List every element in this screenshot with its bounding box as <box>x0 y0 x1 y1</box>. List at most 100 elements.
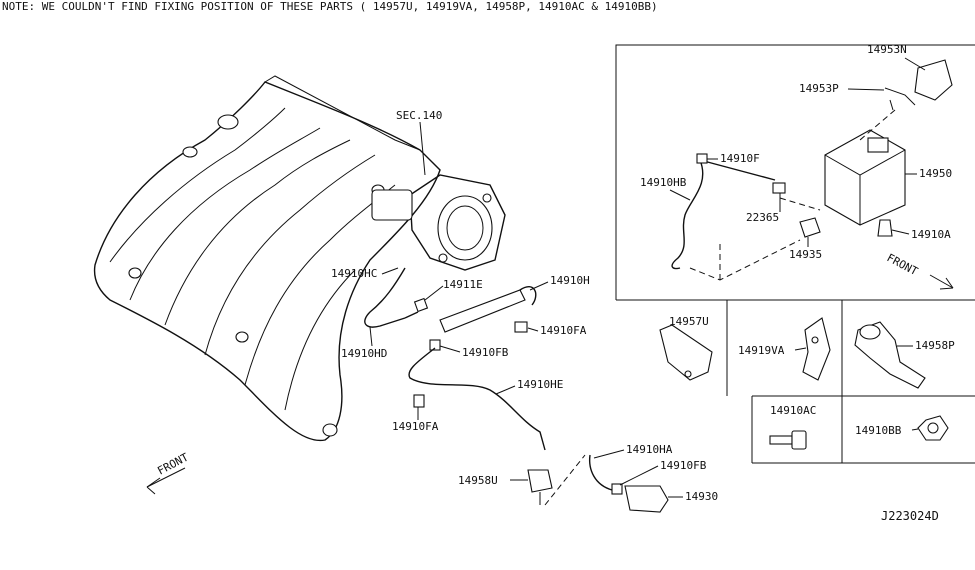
canister-panel <box>615 44 975 301</box>
bracket-14957U-hole <box>684 370 692 378</box>
diagram-code: J223024D <box>881 509 939 523</box>
leader-14919VA <box>794 347 807 351</box>
canister-port <box>867 137 889 153</box>
label-14953N: 14953N <box>867 43 907 56</box>
bracket-14919VA-hole <box>811 336 819 344</box>
hose-14910HA <box>588 454 613 491</box>
label-sec140: SEC.140 <box>396 109 442 122</box>
hose-14910HB-upper <box>699 159 776 181</box>
leader-14953N <box>904 57 926 71</box>
label-14910HB: 14910HB <box>640 176 687 189</box>
manifold-runner-line-5 <box>244 184 396 386</box>
label-14910H: 14910H <box>550 274 590 287</box>
label-14930: 14930 <box>685 490 718 503</box>
label-14953P: 14953P <box>799 82 839 95</box>
manifold-boss-2 <box>182 146 198 158</box>
leader-14910FB-left <box>439 345 461 353</box>
label-front-right: FRONT <box>885 251 921 278</box>
sensor-22365 <box>772 182 786 194</box>
label-14910FB-left: 14910FB <box>462 346 509 359</box>
throttle-bolt-1 <box>438 253 448 263</box>
label-14950: 14950 <box>919 167 952 180</box>
bracket-14953P <box>884 87 916 111</box>
bolt-14910AC-shank <box>769 435 793 445</box>
label-14910FA-upper: 14910FA <box>540 324 587 337</box>
front-arrow-left-head <box>146 477 161 495</box>
manifold-boss-3 <box>128 267 142 279</box>
front-arrow-right-shaft <box>929 274 954 289</box>
leader-14953P <box>847 88 885 91</box>
solenoid-14930 <box>624 485 669 513</box>
hose-14910HD <box>404 311 419 319</box>
tube-14910H-end <box>519 286 537 306</box>
clamp-14910F <box>696 153 708 164</box>
canister-14950 <box>824 129 906 226</box>
bracket-14957U <box>659 324 713 381</box>
leader-14910HA <box>593 449 625 459</box>
leader-14910FB-right <box>619 465 659 486</box>
tube-14910H <box>439 289 526 333</box>
leader-14910A <box>891 229 910 235</box>
unfixed-parts-grid <box>659 300 975 464</box>
dashed-link-14958U-14910HA <box>544 454 586 506</box>
leader-14911E <box>424 285 444 301</box>
label-14910F: 14910F <box>720 152 760 165</box>
manifold-runner-line-1 <box>109 107 286 263</box>
front-arrow-right-head <box>939 277 954 290</box>
throttle-bore-inner <box>446 205 484 251</box>
leader-14910HE <box>495 385 516 395</box>
leader-14910HB <box>669 189 691 201</box>
intake-manifold-drawing <box>93 75 441 442</box>
leader-14910HD <box>369 326 373 347</box>
label-14910A: 14910A <box>911 228 951 241</box>
canister-panel-border <box>615 44 975 300</box>
leader-14910HC <box>381 267 399 275</box>
label-14910HC: 14910HC <box>331 267 377 280</box>
leader-14910H <box>529 281 549 291</box>
throttle-bolt-2 <box>482 193 492 203</box>
label-14958P: 14958P <box>915 339 955 352</box>
bracket-14919VA <box>802 317 831 381</box>
dashed-link-22365 <box>779 197 821 211</box>
manifold-runner-line-2 <box>129 127 321 301</box>
nut-14910BB <box>917 415 949 441</box>
throttle-actuator <box>371 189 413 221</box>
bolt-14910A <box>877 219 893 237</box>
clamp-14910FA-lower <box>413 394 425 408</box>
throttle-bore-outer <box>437 195 493 261</box>
label-14910BB: 14910BB <box>855 424 902 437</box>
label-14910HA: 14910HA <box>626 443 673 456</box>
nut-14910BB-bore <box>927 422 939 434</box>
manifold-boss-4 <box>235 331 249 343</box>
valve-14935 <box>799 217 821 238</box>
lower-hose-assembly <box>588 454 669 513</box>
label-14910FA-lower: 14910FA <box>392 420 439 433</box>
clamp-14910FB-left <box>429 339 441 351</box>
label-22365: 22365 <box>746 211 779 224</box>
left-hose-assembly <box>364 267 553 505</box>
throttle-body-drawing <box>371 174 506 271</box>
clamp-14910FB-right <box>611 483 623 495</box>
canister-edges <box>824 149 906 225</box>
label-14910HE: 14910HE <box>517 378 563 391</box>
manifold-outline <box>93 81 441 442</box>
front-arrow-left-shaft <box>146 467 186 488</box>
manifold-runner-line-6 <box>284 269 356 411</box>
clip-14911E <box>413 297 429 313</box>
label-14957U: 14957U <box>669 315 709 328</box>
hose-14910HB <box>671 159 704 270</box>
label-14910AC: 14910AC <box>770 404 816 417</box>
label-14919VA: 14919VA <box>738 344 785 357</box>
manifold-runner-line-3 <box>164 139 351 326</box>
manifold-boss-1 <box>217 114 239 130</box>
throttle-body-outline <box>409 174 506 271</box>
label-14958U: 14958U <box>458 474 498 487</box>
bolt-14910AC-head <box>791 430 807 450</box>
valve-14958P-port <box>859 324 881 340</box>
fixing-position-note: NOTE: WE COULDN'T FIND FIXING POSITION O… <box>2 0 658 13</box>
manifold-top-rail <box>264 75 421 151</box>
bracket-14953N <box>914 59 953 101</box>
valve-14958U <box>527 469 553 493</box>
